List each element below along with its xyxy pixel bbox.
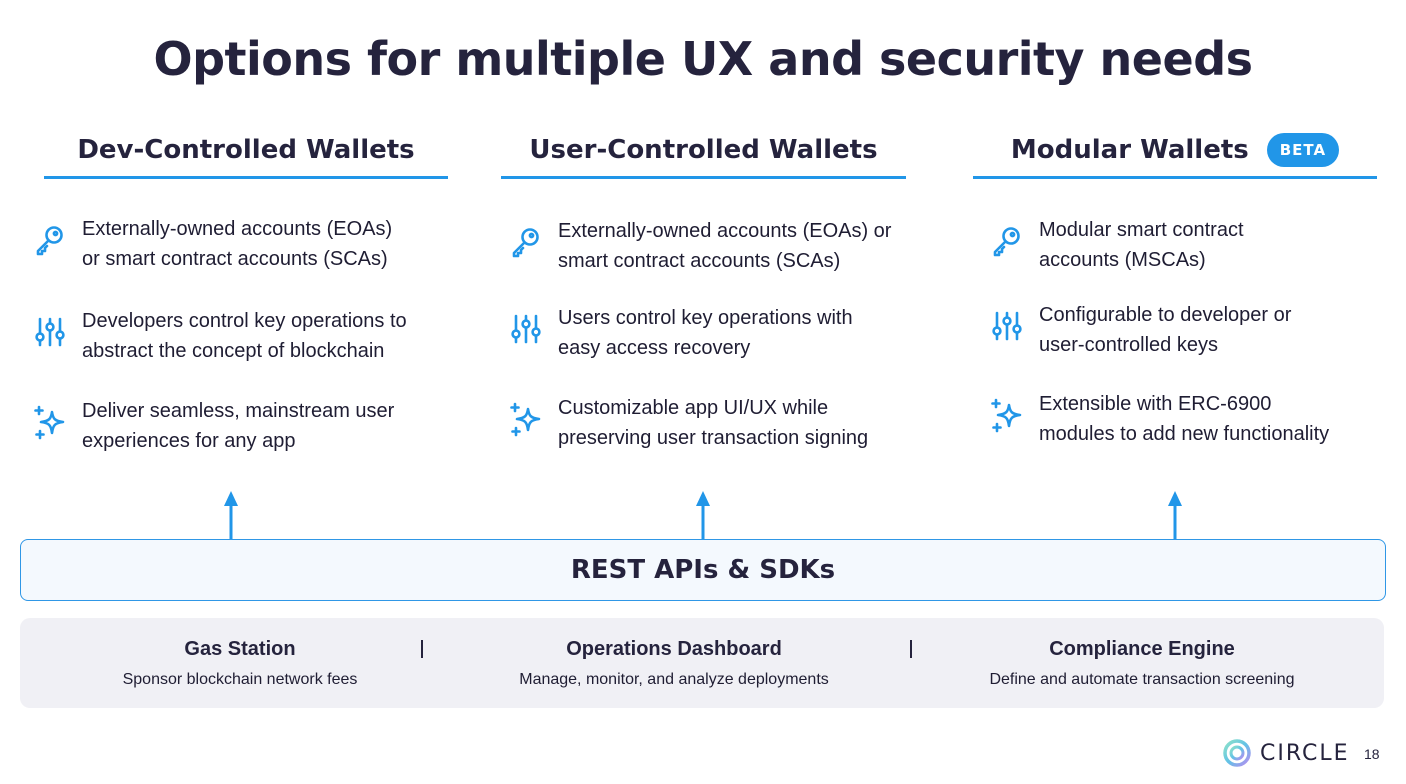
- service-name: Operations Dashboard: [566, 638, 782, 660]
- column-title: Modular Wallets: [1010, 135, 1249, 165]
- sparkle-icon: [508, 401, 544, 437]
- key-icon: [508, 224, 544, 260]
- service-description: Manage, monitor, and analyze deployments: [519, 671, 829, 688]
- circle-logo-icon: [1223, 739, 1251, 767]
- rest-api-bar: REST APIs & SDKs: [20, 539, 1386, 601]
- feature-line: Developers control key operations to: [82, 310, 407, 332]
- column-title: Dev-Controlled Wallets: [77, 135, 415, 165]
- rest-api-label: REST APIs & SDKs: [570, 555, 836, 585]
- feature-line: Customizable app UI/UX while: [558, 397, 829, 419]
- feature-item: Users control key operations with easy ac…: [508, 303, 853, 363]
- feature-line: accounts (MSCAs): [1039, 249, 1206, 271]
- feature-item: Externally-owned accounts (EOAs) or smart…: [32, 214, 392, 274]
- divider: [910, 640, 912, 658]
- feature-line: experiences for any app: [82, 430, 296, 452]
- brand-wordmark: CIRCLE: [1260, 740, 1350, 766]
- key-icon: [989, 223, 1025, 259]
- service-description: Define and automate transaction screenin…: [989, 671, 1295, 688]
- sliders-icon: [32, 314, 68, 350]
- feature-line: Extensible with ERC-6900: [1039, 393, 1272, 415]
- column-title: User-Controlled Wallets: [529, 135, 878, 165]
- services-bar: Gas Station Sponsor blockchain network f…: [20, 618, 1384, 708]
- feature-item: Configurable to developer or user-control…: [989, 300, 1291, 360]
- feature-line: or smart contract accounts (SCAs): [82, 248, 388, 270]
- sparkle-icon: [32, 404, 68, 440]
- sliders-icon: [508, 311, 544, 347]
- feature-line: modules to add new functionality: [1039, 423, 1330, 445]
- column-header-user-controlled: User-Controlled Wallets: [501, 124, 906, 179]
- divider: [421, 640, 423, 658]
- feature-line: abstract the concept of blockchain: [82, 340, 385, 362]
- feature-line: easy access recovery: [558, 337, 751, 359]
- feature-line: preserving user transaction signing: [558, 427, 869, 449]
- sliders-icon: [989, 308, 1025, 344]
- up-arrow-icon: [696, 491, 710, 541]
- up-arrow-icon: [1168, 491, 1182, 541]
- key-icon: [32, 222, 68, 258]
- service-operations-dashboard: Operations Dashboard Manage, monitor, an…: [474, 636, 874, 692]
- feature-line: Configurable to developer or: [1039, 304, 1292, 326]
- feature-line: user-controlled keys: [1039, 334, 1218, 356]
- feature-line: Users control key operations with: [558, 307, 853, 329]
- feature-item: Deliver seamless, mainstream user experie…: [32, 396, 394, 456]
- column-header-dev-controlled: Dev-Controlled Wallets: [44, 124, 448, 179]
- page-title: Options for multiple UX and security nee…: [153, 32, 1253, 86]
- feature-item: Extensible with ERC-6900 modules to add n…: [989, 389, 1329, 449]
- feature-line: Modular smart contract: [1039, 219, 1244, 241]
- sparkle-icon: [989, 397, 1025, 433]
- feature-item: Modular smart contract accounts (MSCAs): [989, 215, 1244, 275]
- feature-line: smart contract accounts (SCAs): [558, 250, 841, 272]
- page-number: 18: [1364, 746, 1380, 762]
- beta-badge: BETA: [1266, 133, 1340, 167]
- feature-line: Deliver seamless, mainstream user: [82, 400, 395, 422]
- feature-item: Developers control key operations to abst…: [32, 306, 407, 366]
- feature-item: Externally-owned accounts (EOAs) or smart…: [508, 216, 891, 276]
- feature-item: Customizable app UI/UX while preserving u…: [508, 393, 868, 453]
- circle-logo: CIRCLE: [1222, 738, 1350, 768]
- service-compliance-engine: Compliance Engine Define and automate tr…: [952, 636, 1332, 692]
- service-description: Sponsor blockchain network fees: [122, 671, 358, 688]
- service-name: Compliance Engine: [1049, 638, 1235, 660]
- service-gas-station: Gas Station Sponsor blockchain network f…: [80, 636, 400, 692]
- service-name: Gas Station: [184, 638, 296, 660]
- feature-line: Externally-owned accounts (EOAs) or: [558, 220, 892, 242]
- column-header-modular: Modular Wallets BETA: [973, 124, 1377, 179]
- feature-line: Externally-owned accounts (EOAs): [82, 218, 393, 240]
- up-arrow-icon: [224, 491, 238, 541]
